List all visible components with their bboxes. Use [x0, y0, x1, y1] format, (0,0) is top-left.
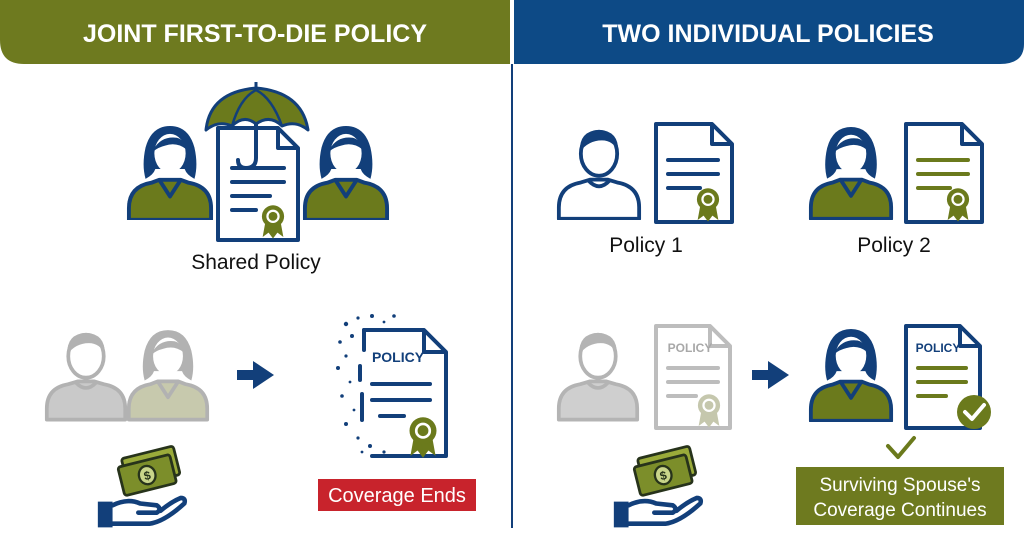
coverage-continues-badge: Surviving Spouse's Coverage Continues	[796, 467, 1004, 525]
faded-award-ribbon-icon	[697, 394, 721, 428]
umbrella-icon	[204, 82, 310, 171]
active-policy-title: POLICY	[916, 341, 961, 355]
policy-1-group: Policy 1	[558, 122, 734, 257]
shared-policy-label: Shared Policy	[191, 251, 321, 274]
wife-person-icon	[810, 127, 892, 219]
coverage-ends-text: Coverage Ends	[328, 485, 466, 507]
shared-document-icon	[216, 126, 300, 242]
policy-2-group: Policy 2	[810, 122, 984, 257]
check-badge-icon	[957, 395, 991, 429]
policy-2-document-icon	[904, 122, 984, 224]
award-ribbon-icon	[946, 188, 970, 222]
spouse-1-person-icon	[128, 126, 212, 220]
husband-person-icon	[558, 129, 640, 219]
award-ribbon-icon	[696, 188, 720, 222]
policy-document-title: POLICY	[372, 349, 425, 365]
money-hand-icon	[98, 446, 185, 528]
right-header: TWO INDIVIDUAL POLICIES	[514, 0, 1024, 64]
surviving-spouse-person-icon	[810, 329, 892, 421]
active-policy-document-icon: POLICY	[904, 324, 991, 430]
policy-2-label: Policy 2	[857, 234, 931, 257]
check-icon	[886, 436, 916, 459]
faded-policy-document-icon: POLICY	[654, 324, 732, 430]
arrow-right-icon	[752, 361, 789, 389]
right-outcome: POLICY POLICY Survivin	[558, 324, 1004, 528]
coverage-continues-line-2: Coverage Continues	[813, 500, 986, 521]
left-header-title: JOINT FIRST-TO-DIE POLICY	[83, 20, 427, 48]
left-header: JOINT FIRST-TO-DIE POLICY	[0, 0, 510, 64]
deceased-husband-person-icon	[558, 332, 638, 420]
deceased-spouse-person-icon	[46, 332, 126, 420]
arrow-right-icon	[237, 361, 274, 389]
spouse-2-person-icon	[304, 126, 388, 220]
award-ribbon-icon	[261, 205, 285, 239]
dissolve-particles	[336, 314, 396, 454]
policy-1-label: Policy 1	[609, 234, 683, 257]
faded-spouse-person-icon	[128, 330, 208, 420]
money-hand-icon	[614, 446, 701, 528]
faded-policy-title: POLICY	[668, 341, 713, 355]
coverage-continues-line-1: Surviving Spouse's	[820, 475, 981, 496]
policy-document-icon: POLICY	[336, 314, 448, 458]
policy-1-document-icon	[654, 122, 734, 224]
coverage-ends-badge: Coverage Ends	[318, 479, 476, 511]
right-header-title: TWO INDIVIDUAL POLICIES	[602, 20, 934, 48]
shared-policy-illustration: Shared Policy	[128, 82, 388, 274]
left-outcome: POLICY Coverage Ends	[46, 314, 476, 528]
award-ribbon-icon	[409, 417, 437, 458]
